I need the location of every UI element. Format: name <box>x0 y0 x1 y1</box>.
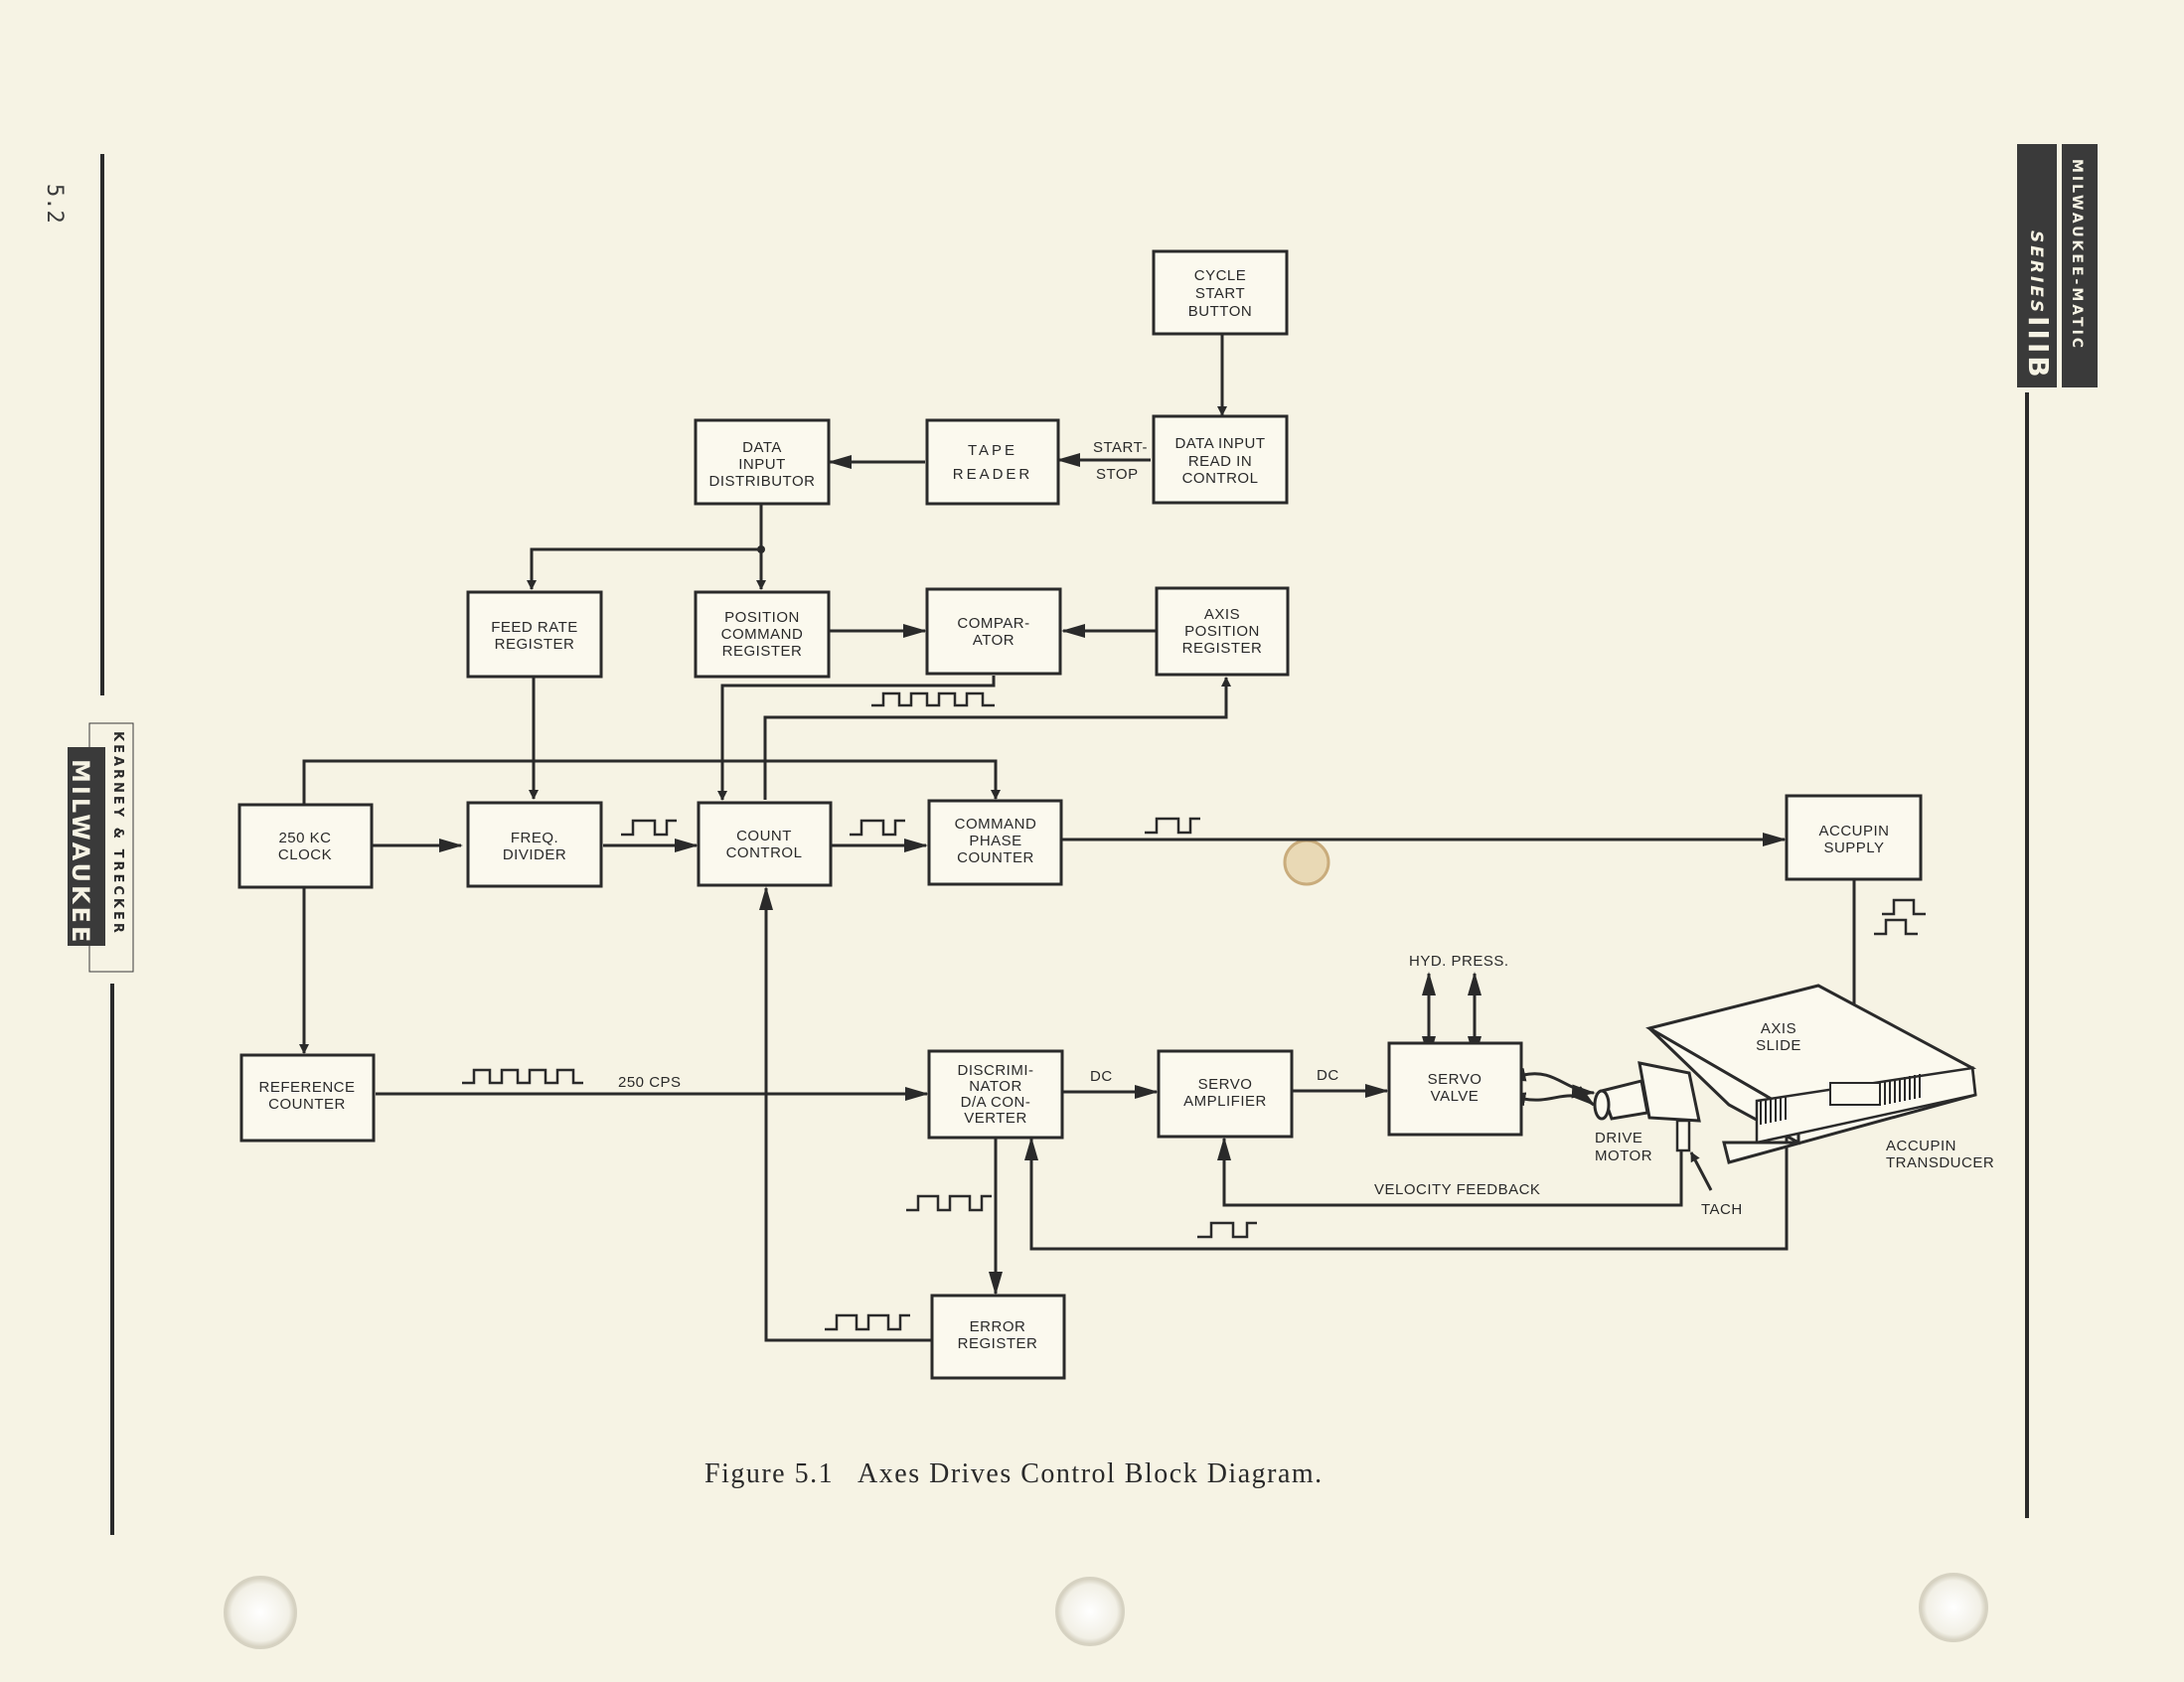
svg-text:COUNT: COUNT <box>736 828 792 844</box>
svg-text:SERIES: SERIES <box>2026 230 2046 315</box>
svg-text:TAPE: TAPE <box>968 442 1017 459</box>
svg-text:READER: READER <box>953 466 1033 483</box>
block-servo-valve: SERVO VALVE <box>1387 1041 1523 1137</box>
svg-text:POSITION: POSITION <box>724 609 800 626</box>
label-accupin-transducer-2: TRANSDUCER <box>1886 1154 1994 1171</box>
block-command-phase-counter: COMMAND PHASE COUNTER <box>927 799 1063 886</box>
svg-text:VALVE: VALVE <box>1431 1088 1480 1105</box>
svg-text:DATA: DATA <box>742 439 782 456</box>
svg-text:SUPPLY: SUPPLY <box>1823 840 1884 856</box>
page-number: 5.2 <box>42 184 67 224</box>
svg-text:CYCLE: CYCLE <box>1194 267 1247 284</box>
svg-text:COMPAR-: COMPAR- <box>957 615 1029 632</box>
block-cycle-start: CYCLE START BUTTON <box>1152 249 1289 336</box>
block-freq-divider: FREQ. DIVIDER <box>466 801 603 888</box>
block-discriminator-converter: DISCRIMI- NATOR D/A CON- VERTER <box>927 1049 1064 1140</box>
brand-logo-left: KEARNEY & TRECKER MILWAUKEE <box>67 722 134 973</box>
label-axis-slide-2: SLIDE <box>1756 1037 1801 1054</box>
svg-text:DATA INPUT: DATA INPUT <box>1174 435 1265 452</box>
block-error-register: ERROR REGISTER <box>930 1294 1066 1380</box>
svg-text:FEED RATE: FEED RATE <box>491 619 578 636</box>
svg-text:VERTER: VERTER <box>964 1110 1027 1127</box>
block-feed-rate-register: FEED RATE REGISTER <box>466 590 603 679</box>
svg-text:COUNTER: COUNTER <box>268 1096 346 1113</box>
svg-text:REFERENCE: REFERENCE <box>258 1079 355 1096</box>
label-stop: STOP <box>1096 466 1139 483</box>
label-start: START- <box>1093 439 1148 456</box>
block-250kc-clock: 250 KC CLOCK <box>237 803 374 889</box>
svg-text:SERVO: SERVO <box>1198 1076 1253 1093</box>
label-drive-motor-2: MOTOR <box>1595 1147 1652 1164</box>
svg-text:START: START <box>1195 285 1245 302</box>
svg-text:READ IN: READ IN <box>1188 453 1252 470</box>
page-frame: 5.2 <box>42 154 2029 1535</box>
block-data-input-distributor: DATA INPUT DISTRIBUTOR <box>694 418 831 506</box>
block-count-control: COUNT CONTROL <box>697 801 833 887</box>
svg-text:IIIB: IIIB <box>2022 316 2055 381</box>
svg-text:PHASE: PHASE <box>969 833 1021 849</box>
block-tape-reader: TAPE READER <box>925 418 1060 506</box>
svg-text:POSITION: POSITION <box>1184 623 1260 640</box>
svg-text:MILWAUKEE: MILWAUKEE <box>67 759 94 945</box>
axis-slide-assembly <box>1593 984 1977 1164</box>
block-comparator: COMPAR- ATOR <box>925 587 1062 676</box>
label-250-cps: 250 CPS <box>618 1074 682 1091</box>
block-axis-position-register: AXIS POSITION REGISTER <box>1155 586 1290 677</box>
svg-text:ERROR: ERROR <box>970 1318 1026 1335</box>
label-velocity-feedback: VELOCITY FEEDBACK <box>1374 1181 1540 1198</box>
svg-text:REGISTER: REGISTER <box>1182 640 1263 657</box>
svg-text:D/A CON-: D/A CON- <box>961 1094 1031 1111</box>
label-drive-motor: DRIVE <box>1595 1130 1642 1147</box>
svg-text:COUNTER: COUNTER <box>957 849 1034 866</box>
brand-logo-right: MILWAUKEE-MATIC SERIES IIIB <box>2017 144 2098 387</box>
block-reference-counter: REFERENCE COUNTER <box>239 1053 376 1143</box>
label-tach: TACH <box>1701 1201 1743 1218</box>
svg-text:250 KC: 250 KC <box>278 830 331 846</box>
svg-text:ACCUPIN: ACCUPIN <box>1818 823 1889 840</box>
label-axis-slide: AXIS <box>1761 1020 1796 1037</box>
block-data-input-read-in-control: DATA INPUT READ IN CONTROL <box>1152 414 1289 505</box>
svg-text:INPUT: INPUT <box>738 456 786 473</box>
label-accupin-transducer: ACCUPIN <box>1886 1138 1956 1154</box>
svg-text:REGISTER: REGISTER <box>958 1335 1038 1352</box>
svg-text:FREQ.: FREQ. <box>511 830 558 846</box>
svg-text:ATOR: ATOR <box>973 632 1014 649</box>
label-dc-2: DC <box>1317 1067 1339 1084</box>
wire-labels: START- STOP 250 CPS DC DC HYD. PRESS. AX… <box>618 439 1994 1218</box>
label-hyd-press: HYD. PRESS. <box>1409 953 1509 970</box>
connection-wires <box>299 334 1861 1342</box>
svg-text:CONTROL: CONTROL <box>1182 470 1259 487</box>
svg-text:REGISTER: REGISTER <box>495 636 575 653</box>
svg-text:CLOCK: CLOCK <box>278 846 332 863</box>
block-position-command-register: POSITION COMMAND REGISTER <box>694 590 831 679</box>
svg-text:AXIS: AXIS <box>1204 606 1240 623</box>
svg-text:COMMAND: COMMAND <box>955 816 1037 833</box>
label-dc-1: DC <box>1090 1068 1113 1085</box>
svg-text:KEARNEY & TRECKER: KEARNEY & TRECKER <box>110 731 125 936</box>
svg-text:BUTTON: BUTTON <box>1188 303 1252 320</box>
svg-text:REGISTER: REGISTER <box>722 643 803 660</box>
svg-text:AMPLIFIER: AMPLIFIER <box>1183 1093 1267 1110</box>
block-servo-amplifier: SERVO AMPLIFIER <box>1157 1049 1294 1139</box>
punch-holes <box>224 839 1988 1649</box>
pulse-symbols <box>462 691 1926 1331</box>
block-accupin-supply: ACCUPIN SUPPLY <box>1785 794 1923 881</box>
svg-text:SERVO: SERVO <box>1428 1071 1482 1088</box>
svg-text:NATOR: NATOR <box>969 1078 1022 1095</box>
svg-text:COMMAND: COMMAND <box>721 626 804 643</box>
svg-text:DIVIDER: DIVIDER <box>503 846 566 863</box>
svg-text:DISTRIBUTOR: DISTRIBUTOR <box>709 473 816 490</box>
svg-text:CONTROL: CONTROL <box>726 844 803 861</box>
svg-text:DISCRIMI-: DISCRIMI- <box>958 1062 1034 1079</box>
figure-caption: Figure 5.1 Axes Drives Control Block Dia… <box>704 1458 1324 1489</box>
drive-motor-icon <box>1593 1061 1701 1152</box>
svg-text:MILWAUKEE-MATIC: MILWAUKEE-MATIC <box>2069 159 2085 351</box>
